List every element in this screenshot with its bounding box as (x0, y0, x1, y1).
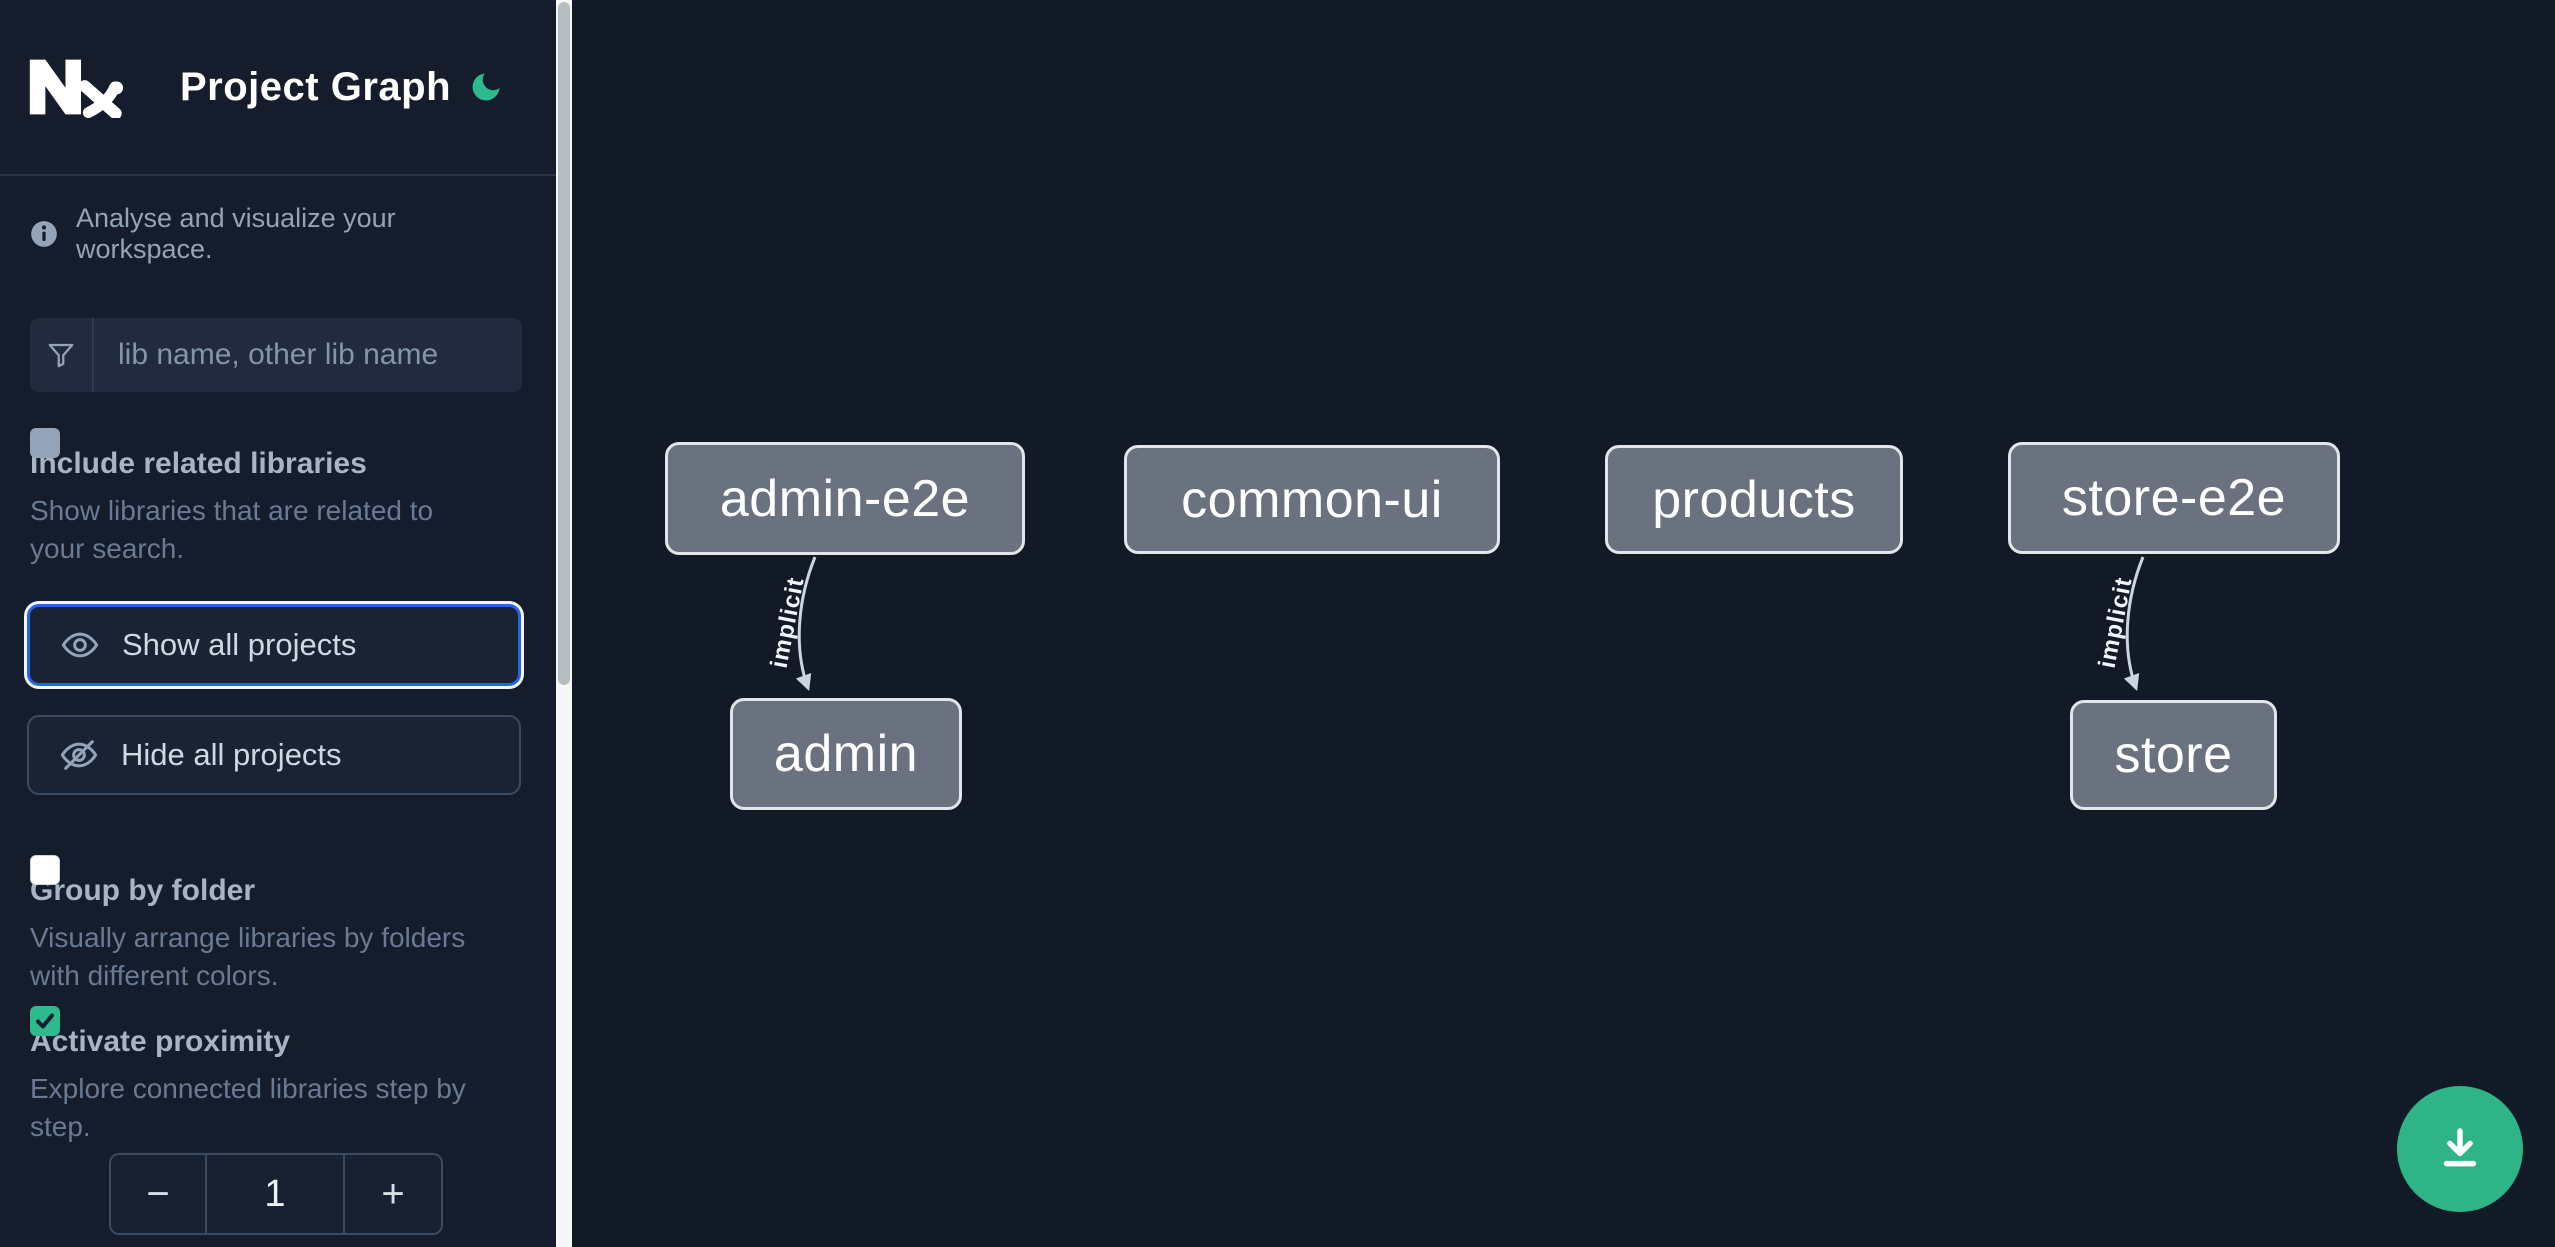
edge-label-store-e2e-store: implicit (2094, 575, 2138, 670)
edge-label-admin-e2e-admin: implicit (766, 575, 810, 670)
graph-node-common-ui[interactable]: common-ui (1124, 445, 1500, 554)
graph-node-products[interactable]: products (1605, 445, 1903, 554)
tagline-text: Analyse and visualize your workspace. (76, 203, 396, 264)
scrollbar-thumb[interactable] (558, 2, 570, 685)
nx-logo (29, 59, 124, 118)
stepper-value: 1 (264, 1172, 286, 1215)
show-all-projects-label: Show all projects (122, 627, 357, 662)
graph-edge-admin-e2e-admin[interactable] (795, 556, 817, 692)
show-all-projects-button[interactable]: Show all projects (27, 604, 521, 686)
option-label: Include related libraries (30, 447, 367, 480)
option-description: Explore connected libraries step by step… (30, 1073, 466, 1142)
page-title: Project Graph (180, 64, 452, 109)
info-icon (31, 221, 57, 247)
sidebar: Project Graph Analyse and visualize your… (0, 0, 556, 1247)
search-input[interactable] (94, 318, 522, 392)
checkbox-group-by-folder[interactable] (30, 855, 60, 885)
graph-node-admin-e2e[interactable]: admin-e2e (665, 442, 1025, 555)
eye-off-icon (60, 740, 98, 770)
sidebar-scrollbar[interactable] (556, 0, 572, 1247)
download-icon (2443, 1128, 2477, 1167)
option-activate-proximity[interactable]: Activate proximity Explore connected lib… (30, 1004, 526, 1146)
eye-icon (61, 632, 99, 658)
graph-node-admin[interactable]: admin (730, 698, 962, 810)
app-header: Project Graph (0, 0, 556, 176)
proximity-depth-stepper: − 1 + (109, 1153, 443, 1235)
graph-edge-store-e2e-store[interactable] (2123, 556, 2145, 692)
option-label: Group by folder (30, 874, 255, 907)
option-description: Visually arrange libraries by folders wi… (30, 922, 466, 991)
theme-toggle-button[interactable] (466, 67, 506, 107)
option-group-by-folder[interactable]: Group by folder Visually arrange librari… (30, 853, 526, 995)
tagline: Analyse and visualize your workspace. (30, 203, 526, 265)
moon-icon (472, 73, 500, 101)
graph-canvas[interactable]: implicit implicit admin-e2e common-ui produ… (572, 0, 2555, 1247)
download-graph-button[interactable] (2397, 1086, 2523, 1212)
hide-all-projects-button[interactable]: Hide all projects (27, 715, 521, 795)
check-icon (36, 1013, 54, 1029)
decrement-button[interactable]: − (111, 1155, 207, 1233)
option-description: Show libraries that are related to your … (30, 495, 434, 564)
option-label: Activate proximity (30, 1025, 291, 1058)
increment-button[interactable]: + (343, 1155, 441, 1233)
checkbox-activate-proximity[interactable] (30, 1006, 60, 1036)
graph-node-store-e2e[interactable]: store-e2e (2008, 442, 2340, 554)
checkbox-include-related[interactable] (30, 428, 60, 458)
filter-icon (30, 318, 94, 392)
search-filter (30, 318, 522, 392)
graph-edges: implicit implicit (766, 556, 2145, 692)
graph-node-store[interactable]: store (2070, 700, 2277, 810)
hide-all-projects-label: Hide all projects (121, 737, 342, 772)
option-include-related[interactable]: Include related libraries Show libraries… (30, 426, 526, 568)
